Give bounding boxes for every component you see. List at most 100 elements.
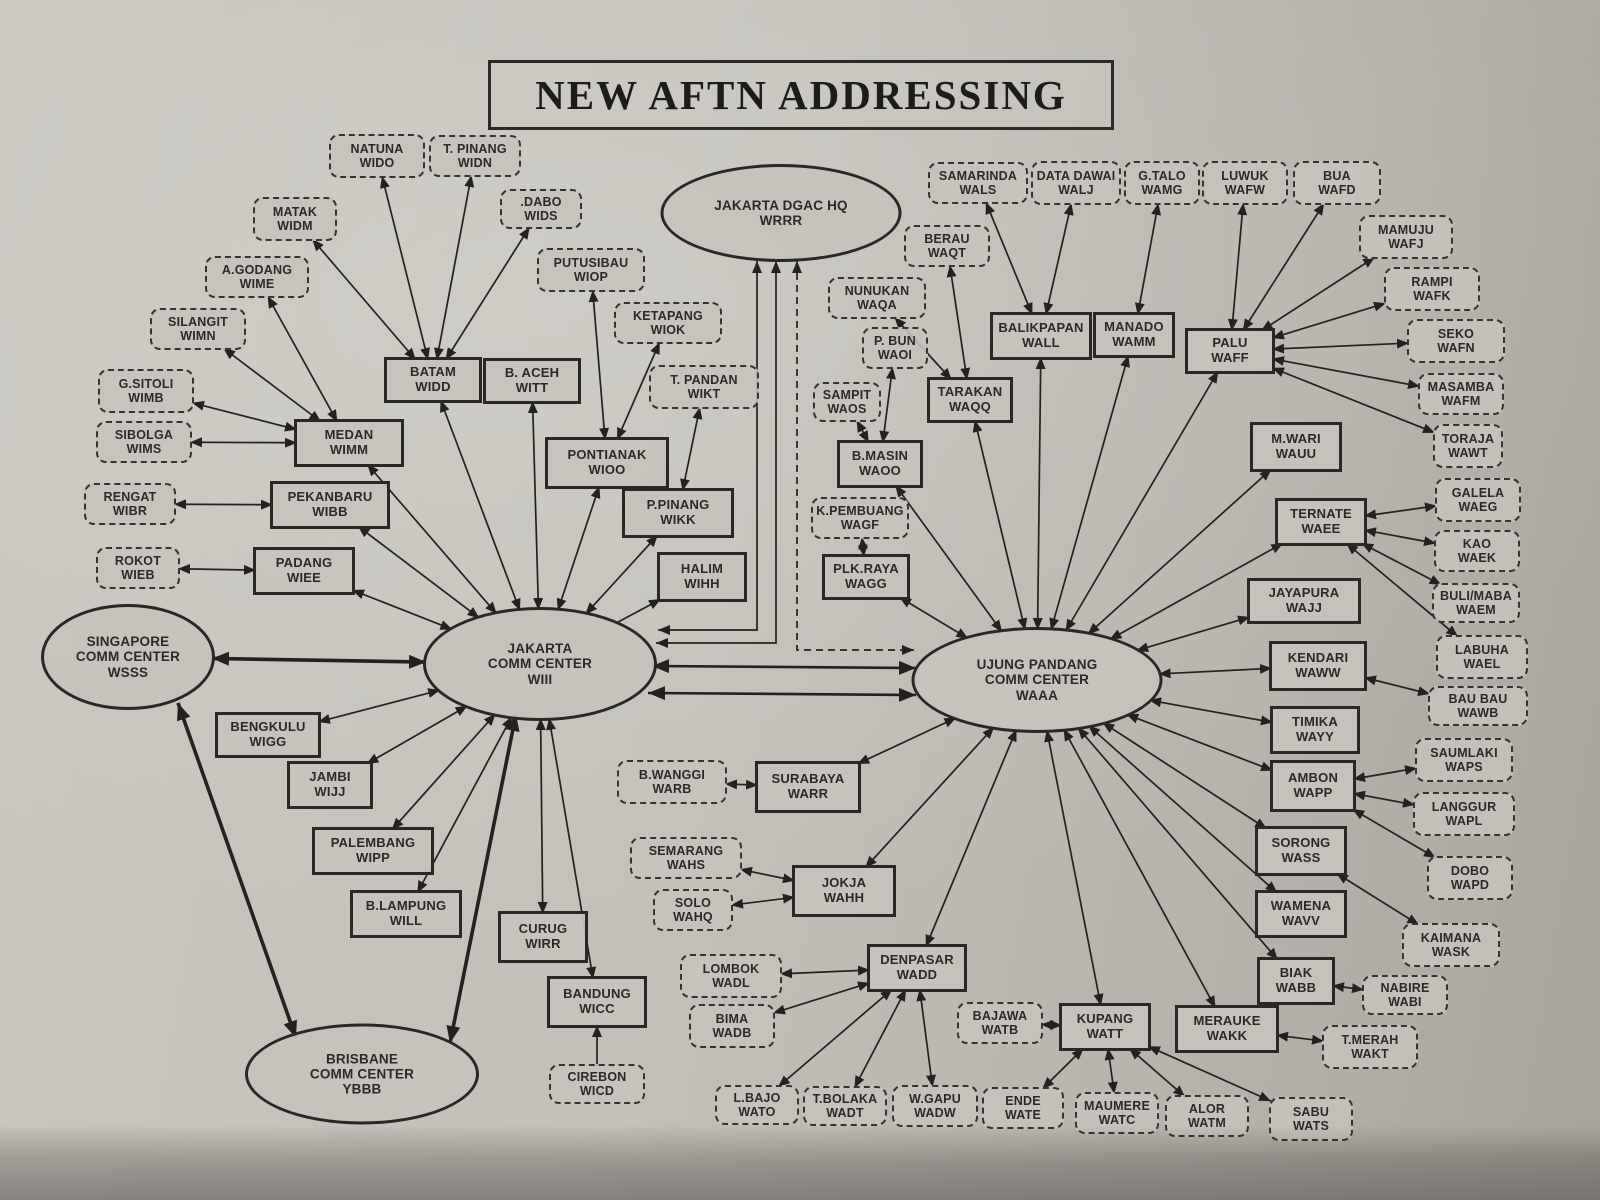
edge: [1227, 202, 1248, 332]
node-WITT: B. ACEH WITT: [483, 358, 581, 404]
node-WIME: A.GODANG WIME: [205, 256, 309, 298]
node-WAFF: PALU WAFF: [1185, 328, 1275, 374]
node-WAJJ: JAYAPURA WAJJ: [1247, 578, 1361, 624]
edge: [1363, 527, 1437, 547]
edge: [535, 717, 548, 915]
edge: [177, 563, 257, 575]
edge: [584, 534, 659, 616]
node-WAEK: KAO WAEK: [1434, 530, 1520, 572]
node-WADW: W.GAPU WADW: [892, 1085, 978, 1127]
edge: [366, 704, 469, 765]
edge: [189, 437, 298, 448]
edge: [856, 716, 957, 765]
node-WIPP: PALEMBANG WIPP: [312, 827, 434, 875]
node-WAFM: MASAMBA WAFM: [1418, 373, 1504, 415]
node-WAFK: RAMPI WAFK: [1384, 267, 1480, 311]
edge: [879, 366, 896, 444]
node-WAPL: LANGGUR WAPL: [1413, 792, 1515, 836]
node-WAGF: K.PEMBUANG WAGF: [811, 497, 909, 539]
node-WAHH: JOKJA WAHH: [792, 865, 896, 917]
node-WAUU: M.WARI WAUU: [1250, 422, 1342, 472]
node-WAOI: P. BUN WAOI: [862, 327, 928, 369]
edge: [1087, 724, 1278, 894]
edge: [656, 261, 781, 648]
edge: [616, 341, 661, 441]
node-WAKT: T.MERAH WAKT: [1322, 1025, 1418, 1069]
node-WIDD: BATAM WIDD: [384, 357, 482, 403]
node-WAQT: BERAU WAQT: [904, 225, 990, 267]
edge: [1271, 356, 1421, 390]
node-WAWB: BAU BAU WAWB: [1428, 686, 1528, 726]
edge: [972, 419, 1028, 631]
node-WAOS: SAMPIT WAOS: [813, 382, 881, 422]
edge: [1104, 1047, 1118, 1095]
node-WIII: JAKARTA COMM CENTER WIII: [423, 607, 657, 721]
edge: [446, 713, 520, 1044]
edge: [1351, 808, 1437, 859]
node-WALS: SAMARINDA WALS: [928, 162, 1028, 204]
title-box: NEW AFTN ADDRESSING: [488, 60, 1114, 130]
node-YBBB: BRISBANE COMM CENTER YBBB: [245, 1023, 479, 1125]
edge: [222, 347, 322, 423]
edge: [853, 988, 907, 1089]
node-WASK: KAIMANA WASK: [1402, 923, 1500, 967]
edge: [894, 484, 1003, 633]
node-WIGG: BENGKULU WIGG: [215, 712, 321, 758]
edge: [1275, 1031, 1325, 1045]
node-WIEE: PADANG WIEE: [253, 547, 355, 595]
node-WAHQ: SOLO WAHQ: [653, 889, 733, 931]
edge: [434, 174, 475, 361]
edge: [1360, 542, 1442, 586]
node-WIDS: .DABO WIDS: [500, 189, 582, 229]
node-WABI: NABIRE WABI: [1362, 975, 1448, 1015]
edge: [444, 226, 531, 361]
node-WADB: BIMA WADB: [689, 1004, 775, 1048]
node-WAFJ: MAMUJU WAFJ: [1359, 215, 1453, 259]
node-WIOK: KETAPANG WIOK: [614, 302, 722, 344]
node-WAYY: TIMIKA WAYY: [1270, 706, 1360, 754]
edge: [1260, 256, 1376, 332]
node-WAMM: MANADO WAMM: [1093, 312, 1175, 358]
node-WICC: BANDUNG WICC: [547, 976, 647, 1028]
node-WADD: DENPASAR WADD: [867, 944, 967, 992]
node-WARR: SURABAYA WARR: [755, 761, 861, 813]
node-WIDO: NATUNA WIDO: [329, 134, 425, 178]
edge: [311, 238, 417, 361]
edge: [1040, 1019, 1063, 1031]
edge: [1134, 202, 1162, 316]
node-WALL: BALIKPAPAN WALL: [990, 312, 1092, 360]
edge: [211, 651, 427, 669]
node-WIMM: MEDAN WIMM: [294, 419, 404, 467]
node-WAEL: LABUHA WAEL: [1436, 635, 1528, 679]
node-WIDN: T. PINANG WIDN: [429, 135, 521, 177]
edge: [651, 659, 917, 675]
node-WABB: BIAK WABB: [1257, 957, 1335, 1005]
node-WIJJ: JAMBI WIJJ: [287, 761, 373, 809]
node-WIMN: SILANGIT WIMN: [150, 308, 246, 350]
edge: [1032, 356, 1046, 631]
node-WATB: BAJAWA WATB: [957, 1002, 1043, 1044]
edge: [1363, 502, 1438, 520]
edge: [916, 988, 936, 1088]
edge: [1352, 765, 1418, 783]
edge: [730, 893, 796, 909]
node-WAKK: MERAUKE WAKK: [1175, 1005, 1279, 1053]
edge: [317, 688, 441, 724]
node-WIKK: P.PINANG WIKK: [622, 488, 734, 538]
node-WAEE: TERNATE WAEE: [1275, 498, 1367, 546]
edge: [1043, 202, 1074, 316]
edge: [1125, 713, 1274, 772]
edge: [985, 201, 1034, 316]
edge: [191, 400, 298, 432]
edge: [1271, 301, 1387, 340]
node-WIBR: RENGAT WIBR: [84, 483, 176, 525]
node-WATS: SABU WATS: [1269, 1097, 1353, 1141]
node-WRRR: JAKARTA DGAC HQ WRRR: [660, 164, 902, 262]
node-WIMS: SIBOLGA WIMS: [96, 421, 192, 463]
edge: [1076, 726, 1279, 961]
page-title: NEW AFTN ADDRESSING: [535, 72, 1067, 118]
node-WICD: CIREBON WICD: [549, 1064, 645, 1104]
edge: [647, 686, 917, 702]
edge: [1087, 468, 1273, 636]
node-WAFN: SEKO WAFN: [1407, 319, 1505, 363]
